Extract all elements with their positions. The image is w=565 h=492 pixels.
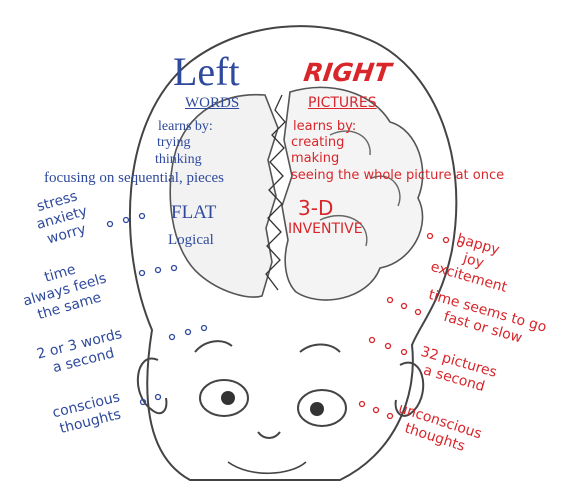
head-outline-icon — [128, 25, 458, 481]
brain-left-hemisphere-icon — [169, 93, 279, 298]
right-learns-by-item: creating — [291, 135, 345, 150]
left-connector-dots — [106, 212, 208, 406]
left-learns-by-item: trying — [157, 135, 191, 150]
left-focus: focusing on sequential, pieces — [44, 170, 224, 186]
left-learns-by-item: thinking — [155, 152, 202, 167]
left-style-logical: Logical — [168, 232, 214, 248]
brain-fold-2 — [319, 215, 368, 247]
left-eyebrow-icon — [194, 340, 233, 353]
left-style-flat: FLAT — [171, 202, 217, 223]
right-ear-icon — [394, 361, 425, 417]
right-connector-dots — [358, 232, 464, 420]
left-ear-icon — [136, 357, 168, 415]
mouth-icon — [227, 461, 307, 475]
left-subtitle: WORDS — [185, 95, 240, 111]
right-focus: seeing the whole picture at once — [291, 168, 505, 183]
right-style-3d: 3-D — [298, 196, 334, 220]
right-learns-by-label: learns by: — [293, 119, 357, 134]
right-eyebrow-icon — [299, 343, 341, 353]
right-title: RIGHT — [301, 58, 394, 87]
brain-fold-3 — [371, 175, 401, 207]
right-style-inventive: INVENTIVE — [288, 221, 363, 237]
left-title: Left — [173, 49, 240, 94]
right-pupil-icon — [310, 402, 324, 416]
right-learns-by-item: making — [291, 151, 340, 166]
left-pupil-icon — [221, 391, 235, 405]
nose-icon — [257, 431, 281, 439]
right-subtitle: PICTURES — [308, 95, 377, 111]
brain-right-hemisphere-icon — [281, 86, 424, 301]
left-learns-by-label: learns by: — [158, 119, 213, 134]
brain-fold-1 — [329, 130, 371, 156]
split-line-icon — [265, 94, 286, 291]
